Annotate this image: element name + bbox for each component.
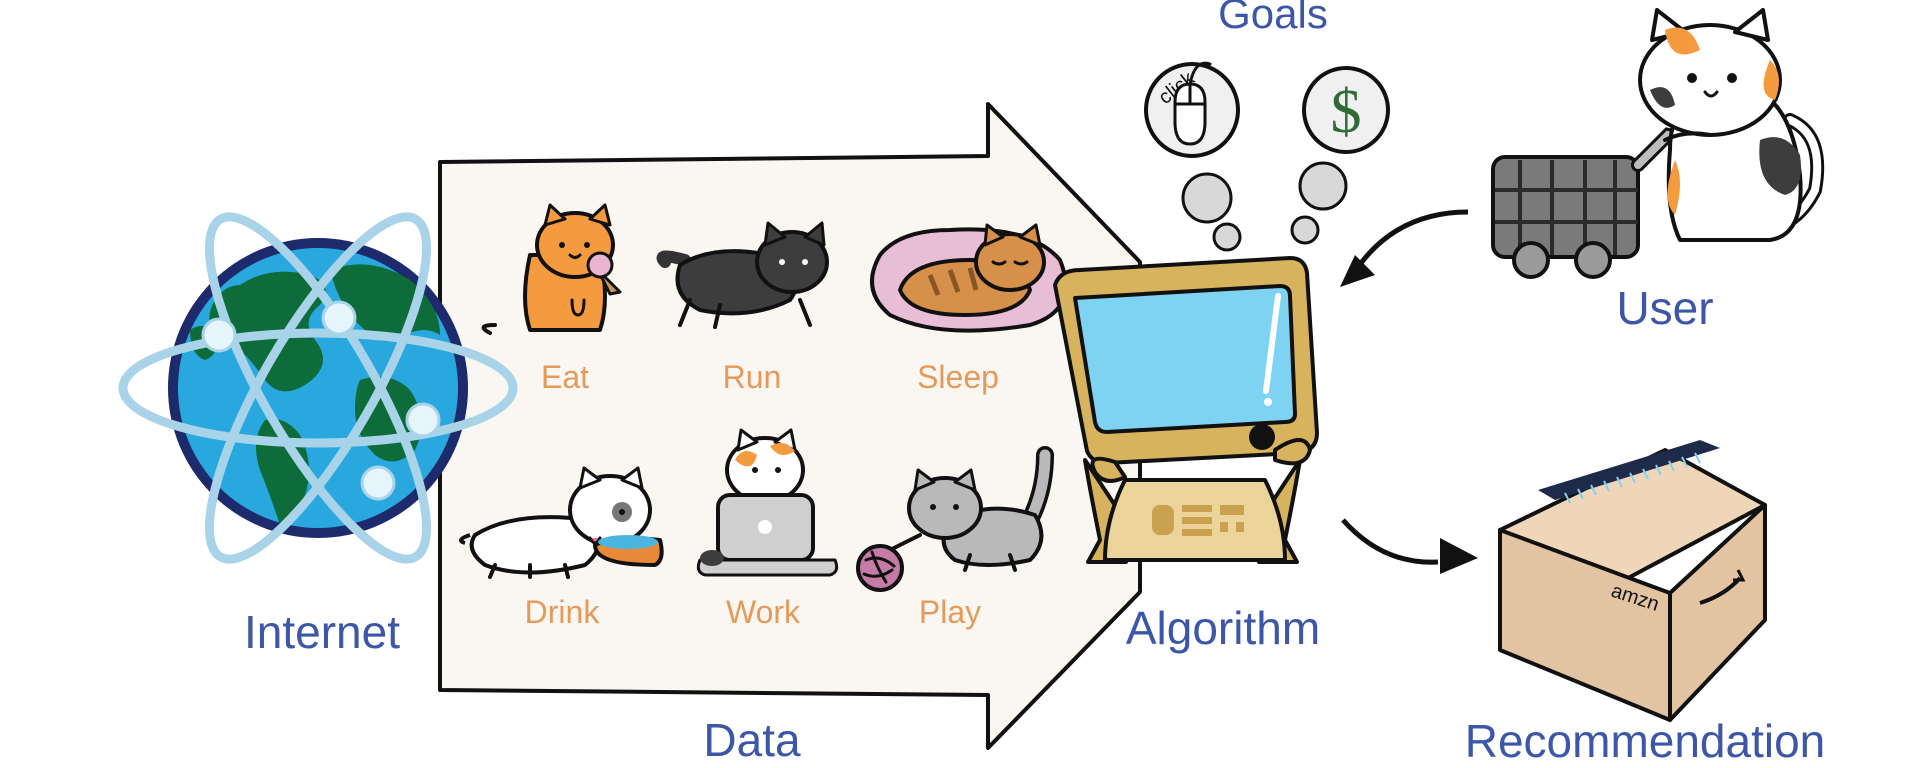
internet-label: Internet [244, 606, 400, 658]
activity-label-work: Work [726, 594, 801, 630]
dollar-icon: $ [1331, 78, 1362, 146]
thought-dot [1290, 215, 1320, 245]
globe-icon [118, 212, 518, 564]
cat-playing-icon [856, 446, 1054, 592]
cat-sleeping-icon [870, 223, 1068, 333]
activity-label-eat: Eat [541, 359, 589, 395]
activity-label-run: Run [723, 359, 782, 395]
thought-dot [1181, 172, 1233, 224]
algorithm-icon [1152, 505, 1244, 536]
user-label: User [1616, 282, 1713, 334]
algorithm-label: Algorithm [1126, 602, 1320, 654]
mouse-icon [1173, 82, 1207, 146]
cat-running-icon [656, 221, 829, 329]
package-box-icon: amzn [1498, 440, 1767, 722]
data-label: Data [703, 714, 801, 766]
thought-dot [1212, 222, 1242, 252]
computer-icon [1053, 256, 1319, 564]
cat-drinking-icon [459, 466, 664, 579]
recommendation-label: Recommendation [1465, 715, 1826, 767]
user-to-algorithm-arrow [1340, 209, 1469, 287]
cat-eating-icon [481, 203, 622, 335]
activity-label-sleep: Sleep [917, 359, 999, 395]
activity-label-drink: Drink [525, 594, 601, 630]
algorithm-to-recommendation-arrow [1341, 518, 1478, 574]
click-goal-bubble: click [1144, 61, 1240, 158]
activity-label-play: Play [919, 594, 981, 630]
data-flow-arrow [438, 102, 1142, 750]
thought-dot [1298, 161, 1348, 211]
goals-label: Goals [1218, 0, 1328, 37]
user-cat-icon [1638, 8, 1825, 242]
cat-working-icon [696, 428, 839, 577]
money-goal-bubble: $ [1302, 66, 1390, 154]
